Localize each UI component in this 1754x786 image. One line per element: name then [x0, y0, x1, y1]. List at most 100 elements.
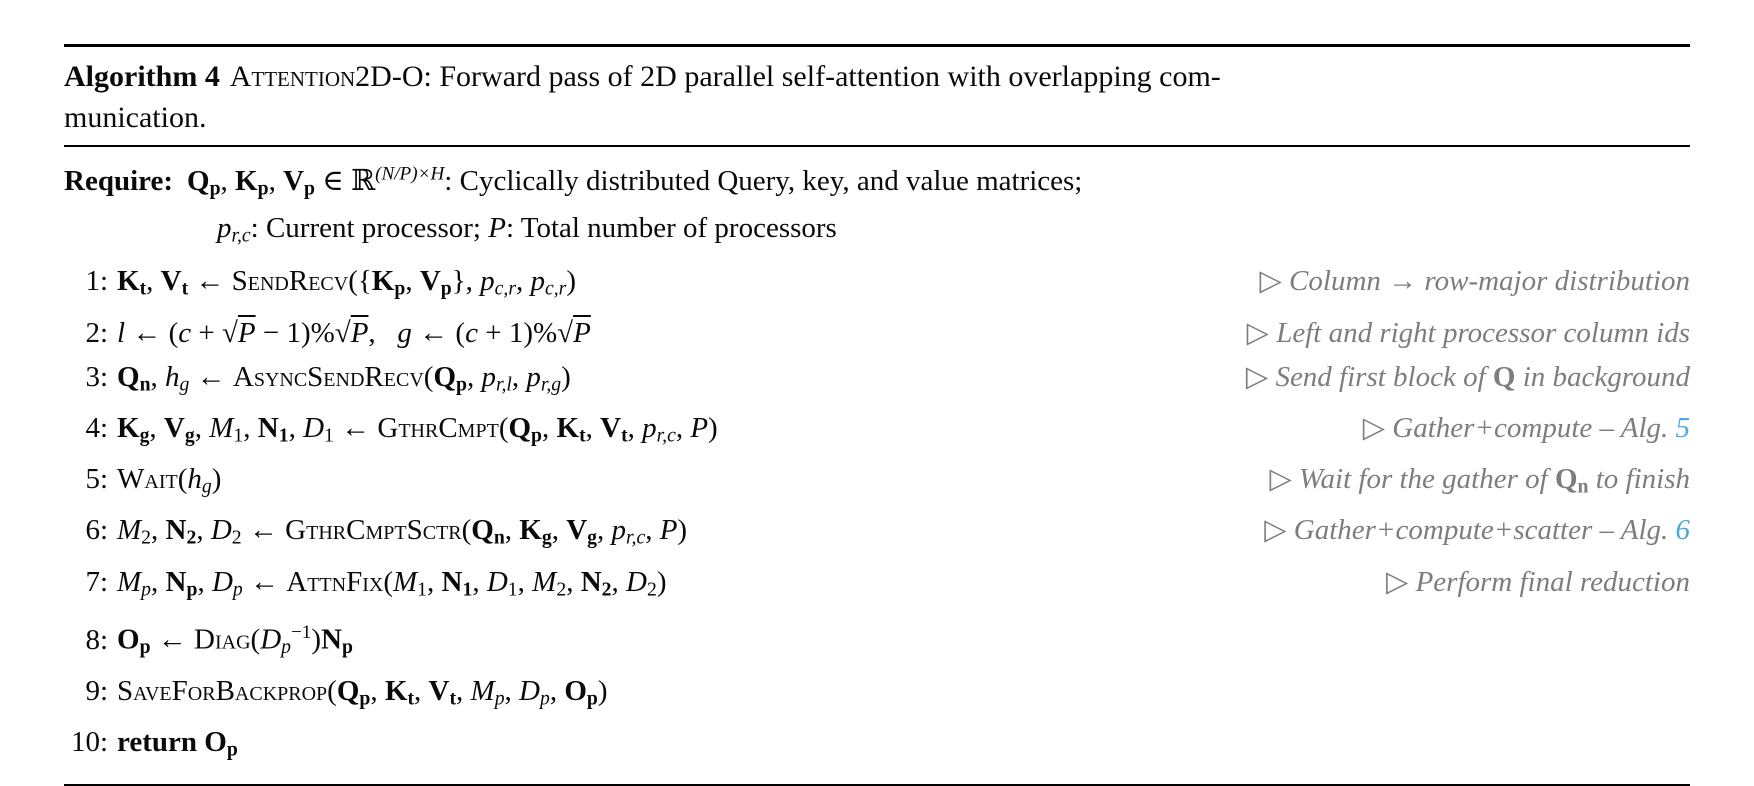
- token: ({: [348, 265, 372, 298]
- token: : Current processor;: [250, 211, 489, 244]
- top-rule: [64, 44, 1690, 47]
- token: Perform final reduction: [1415, 565, 1690, 598]
- require-label: Require:: [64, 164, 174, 197]
- code-text: SaveForBackprop(Qp, Kt, Vt, Mp, Dp, Op): [117, 669, 608, 720]
- algorithm-line: 4:Kg, Vg, M1, N1, D1 ← GthrCmpt(Qp, Kt, …: [64, 406, 1690, 457]
- token: p: [139, 635, 151, 658]
- token: ,: [675, 411, 691, 444]
- token: ,: [472, 565, 487, 598]
- token: n: [493, 526, 505, 549]
- line-number: 2:: [85, 316, 108, 349]
- token: AsyncSendRecv: [232, 360, 424, 393]
- token: ←: [150, 623, 195, 656]
- token: ,: [368, 316, 383, 349]
- token: ,: [196, 514, 211, 547]
- token: ,: [456, 674, 471, 707]
- token: g: [541, 526, 552, 549]
- token: 2: [556, 578, 567, 601]
- token: r,c: [231, 224, 251, 247]
- token: Gather+compute+scatter – Alg.: [1293, 514, 1676, 547]
- token: M: [209, 411, 234, 444]
- algorithm-name: Attention2D-O: [229, 60, 424, 93]
- token: Left and right processor column ids: [1276, 316, 1690, 349]
- token: ,: [150, 360, 166, 393]
- token: O: [564, 674, 587, 707]
- token: M: [117, 514, 142, 547]
- line-number: 1:: [85, 265, 108, 298]
- token: p: [456, 372, 467, 395]
- code-text: M2, N2, D2 ← GthrCmptSctr(Qn, Kg, Vg, pr…: [117, 508, 687, 559]
- token: V: [600, 411, 622, 444]
- token: Q: [1554, 463, 1578, 496]
- code-text: Qn, hg ← AsyncSendRecv(Qp, pr,l, pr,g): [117, 355, 571, 406]
- token: [383, 317, 398, 349]
- alg-ref-link[interactable]: 5: [1675, 411, 1691, 444]
- token: D: [486, 565, 508, 598]
- token: h: [165, 360, 180, 393]
- algorithm-line: 2:l ← (c + √P − 1)%√P, g ← (c + 1)%√P▷ L…: [64, 311, 1690, 355]
- token: Q: [336, 674, 360, 707]
- token: p: [209, 176, 221, 199]
- token: r,c: [626, 526, 646, 549]
- token: N: [165, 565, 187, 598]
- token: ,: [194, 411, 210, 444]
- token: ): [561, 360, 571, 393]
- token: Q: [433, 360, 456, 393]
- token: −1: [291, 622, 312, 644]
- token: K: [117, 411, 140, 444]
- comment-text: ▷ Gather+compute – Alg. 5: [1339, 406, 1690, 450]
- token: √: [334, 316, 351, 349]
- token: ,: [370, 674, 385, 707]
- token: N: [441, 565, 463, 598]
- token: p: [394, 277, 406, 300]
- token: ): [211, 463, 222, 496]
- token: K: [556, 411, 580, 444]
- token: ←: [189, 360, 233, 393]
- caption-line-2: munication.: [64, 97, 1690, 138]
- token: K: [371, 265, 395, 298]
- token: ,: [243, 411, 258, 444]
- token: ,: [566, 565, 581, 598]
- token: D: [519, 674, 540, 707]
- token: ): [597, 674, 608, 707]
- token: ,: [597, 514, 612, 547]
- token: ,: [517, 565, 533, 598]
- token: ▷: [1245, 360, 1276, 393]
- token: ←: [188, 265, 232, 298]
- require-line2-text: pr,c: Current processor; P: Total number…: [217, 211, 837, 247]
- code-text: Op ← Diag(Dp−1)Np: [117, 611, 353, 669]
- token: to finish: [1588, 463, 1690, 496]
- comment-text: ▷ Gather+compute+scatter – Alg. 6: [1240, 508, 1690, 552]
- token: ← (: [125, 316, 179, 349]
- algorithm-line: 7:Mp, Np, Dp ← AttnFix(M1, N1, D1, M2, N…: [64, 560, 1690, 611]
- token: c,r: [545, 277, 567, 300]
- token: D: [303, 411, 325, 444]
- token: ▷: [1264, 514, 1294, 547]
- token: Q: [1492, 360, 1516, 393]
- token: √: [557, 316, 574, 349]
- token: },: [451, 265, 481, 298]
- token: p: [531, 424, 543, 447]
- token: ,: [151, 514, 166, 547]
- alg-ref-link[interactable]: 6: [1675, 514, 1691, 547]
- token: 2: [231, 526, 242, 549]
- algorithm-lines: 1:Kt, Vt ← SendRecv({Kp, Vp}, pc,r, pc,r…: [64, 259, 1690, 771]
- token: t: [449, 687, 457, 710]
- token: V: [163, 411, 185, 444]
- token: return: [117, 726, 205, 759]
- token: K: [235, 164, 258, 197]
- algorithm-title-part1: : Forward pass of 2D parallel self-atten…: [423, 60, 1221, 93]
- require-line-2: pr,c: Current processor; P: Total number…: [64, 208, 1690, 255]
- token: ▷: [1259, 265, 1290, 298]
- token: N: [321, 623, 342, 656]
- require-line-1: Require:Qp, Kp, Vp ∈ ℝ(N/P)×H: Cyclicall…: [64, 154, 1690, 208]
- token: (: [461, 514, 472, 547]
- token: l: [117, 316, 126, 349]
- token: M: [470, 674, 495, 707]
- token: Wait for the gather of: [1299, 463, 1555, 496]
- token: p: [232, 578, 243, 601]
- token: SaveForBackprop: [117, 674, 328, 707]
- line-number: 4:: [85, 411, 108, 444]
- code-text: l ← (c + √P − 1)%√P, g ← (c + 1)%√P: [117, 311, 591, 355]
